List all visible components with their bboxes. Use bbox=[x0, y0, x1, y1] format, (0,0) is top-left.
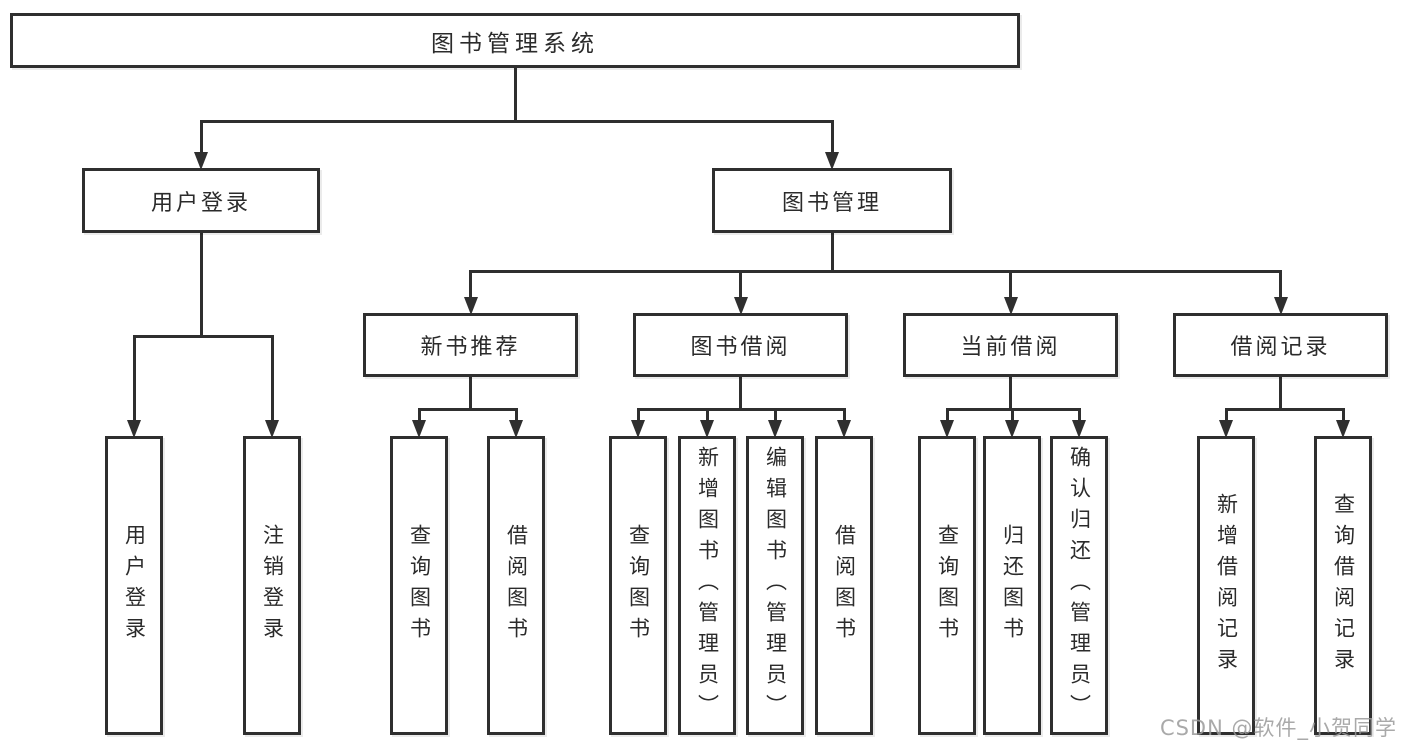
connector-line bbox=[739, 375, 742, 411]
arrow-down-icon bbox=[733, 297, 748, 315]
node-label: 编辑图书（管理员） bbox=[763, 446, 788, 725]
node-label: 借阅图书 bbox=[504, 523, 529, 648]
connector-line bbox=[469, 375, 472, 411]
node-leaf-query-books: 查询图书 bbox=[609, 436, 667, 735]
connector-line bbox=[945, 408, 949, 422]
arrow-down-icon bbox=[1005, 420, 1019, 438]
watermark: CSDN @软件_小贺同学 bbox=[1159, 716, 1397, 740]
connector-line bbox=[739, 270, 742, 299]
node-leaf-confirm-return-admin: 确认归还（管理员） bbox=[1050, 436, 1108, 735]
node-label: 当前借阅 bbox=[960, 335, 1061, 360]
connector-line bbox=[1009, 270, 1012, 299]
connector-line bbox=[132, 335, 274, 338]
node-book-management: 图书管理 bbox=[712, 168, 952, 233]
node-label: 借阅图书 bbox=[832, 523, 857, 648]
connector-line bbox=[1009, 375, 1012, 411]
node-borrowing-records: 借阅记录 bbox=[1173, 313, 1388, 377]
connector-line bbox=[1224, 408, 1228, 422]
node-label: 借阅记录 bbox=[1230, 335, 1331, 360]
node-new-book-recommendation: 新书推荐 bbox=[363, 313, 578, 377]
node-leaf-user-login: 用户登录 bbox=[105, 436, 163, 735]
connector-line bbox=[469, 270, 472, 299]
connector-line bbox=[199, 120, 203, 154]
node-current-borrowing: 当前借阅 bbox=[903, 313, 1118, 377]
connector-line bbox=[132, 335, 136, 422]
arrow-down-icon bbox=[1336, 420, 1350, 438]
node-label: 查询图书 bbox=[407, 523, 432, 648]
arrow-down-icon bbox=[127, 420, 141, 438]
node-label: 归还图书 bbox=[1000, 523, 1025, 648]
connector-line bbox=[636, 408, 640, 422]
connector-line bbox=[1077, 408, 1081, 422]
arrow-down-icon bbox=[1003, 297, 1018, 315]
connector-line bbox=[773, 408, 777, 422]
node-leaf-edit-books-admin: 编辑图书（管理员） bbox=[746, 436, 804, 735]
node-label: 查询借阅记录 bbox=[1331, 492, 1356, 679]
node-leaf-borrow-books: 借阅图书 bbox=[487, 436, 545, 735]
arrow-down-icon bbox=[837, 420, 851, 438]
arrow-down-icon bbox=[1273, 297, 1288, 315]
connector-line bbox=[199, 231, 203, 338]
node-label: 图书管理 bbox=[781, 190, 882, 216]
node-label: 新增图书（管理员） bbox=[695, 446, 720, 725]
connector-line bbox=[830, 231, 834, 273]
connector-line bbox=[417, 408, 518, 411]
connector-line bbox=[1279, 375, 1282, 411]
node-label: 注销登录 bbox=[260, 523, 285, 648]
node-label: 图书借阅 bbox=[690, 335, 791, 360]
arrow-down-icon bbox=[940, 420, 954, 438]
arrow-down-icon bbox=[463, 297, 478, 315]
node-leaf-query-books: 查询图书 bbox=[390, 436, 448, 735]
arrow-down-icon bbox=[509, 420, 523, 438]
node-leaf-borrow-books: 借阅图书 bbox=[815, 436, 873, 735]
connector-line bbox=[417, 408, 421, 422]
arrow-down-icon bbox=[1072, 420, 1086, 438]
arrow-down-icon bbox=[768, 420, 782, 438]
connector-line bbox=[636, 408, 846, 411]
node-label: 查询图书 bbox=[935, 523, 960, 648]
node-leaf-add-books-admin: 新增图书（管理员） bbox=[678, 436, 736, 735]
node-leaf-add-borrow-record: 新增借阅记录 bbox=[1197, 436, 1255, 735]
connector-line bbox=[514, 408, 518, 422]
arrow-down-icon bbox=[825, 152, 839, 170]
node-label: 图书管理系统 bbox=[431, 30, 599, 57]
node-user-login: 用户登录 bbox=[82, 168, 320, 233]
connector-line bbox=[469, 270, 1282, 273]
arrow-down-icon bbox=[412, 420, 426, 438]
connector-line bbox=[270, 335, 274, 422]
connector-line bbox=[513, 66, 517, 123]
connector-line bbox=[1341, 408, 1345, 422]
node-library-management-system: 图书管理系统 bbox=[10, 13, 1020, 68]
connector-line bbox=[199, 120, 834, 123]
node-label: 新书推荐 bbox=[420, 335, 521, 360]
node-label: 查询图书 bbox=[626, 523, 651, 648]
connector-line bbox=[705, 408, 709, 422]
connector-line bbox=[1279, 270, 1282, 299]
node-leaf-query-borrow-record: 查询借阅记录 bbox=[1314, 436, 1372, 735]
node-book-borrowing: 图书借阅 bbox=[633, 313, 848, 377]
node-label: 用户登录 bbox=[150, 190, 251, 216]
node-leaf-logout: 注销登录 bbox=[243, 436, 301, 735]
node-leaf-query-books: 查询图书 bbox=[918, 436, 976, 735]
connector-line bbox=[830, 120, 834, 154]
arrow-down-icon bbox=[265, 420, 279, 438]
connector-line bbox=[1224, 408, 1345, 411]
node-label: 用户登录 bbox=[122, 523, 147, 648]
arrow-down-icon bbox=[1219, 420, 1233, 438]
arrow-down-icon bbox=[700, 420, 714, 438]
node-leaf-return-books: 归还图书 bbox=[983, 436, 1041, 735]
arrow-down-icon bbox=[194, 152, 208, 170]
connector-line bbox=[842, 408, 846, 422]
node-label: 确认归还（管理员） bbox=[1067, 446, 1092, 725]
node-label: 新增借阅记录 bbox=[1214, 492, 1239, 679]
connector-line bbox=[1010, 408, 1014, 422]
arrow-down-icon bbox=[631, 420, 645, 438]
